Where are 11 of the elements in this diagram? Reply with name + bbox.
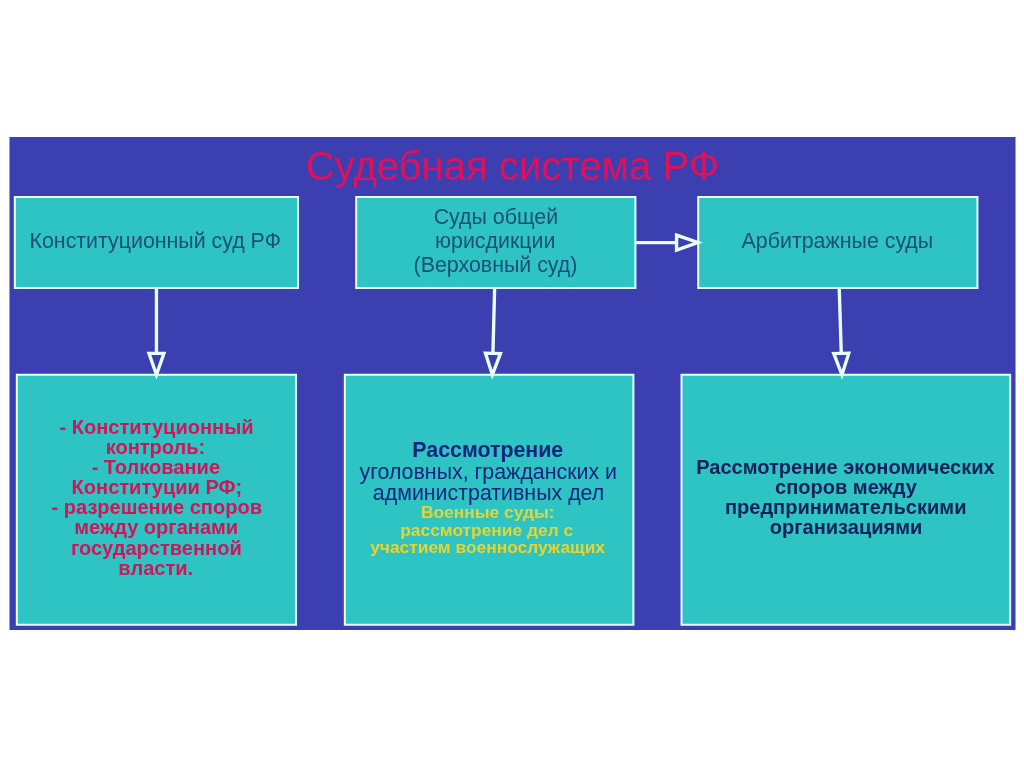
arrow [830,288,851,380]
diagram-title: Судебная система РФ [305,143,719,188]
node-box: Конституционный суд РФ [13,196,299,289]
arrow [482,288,503,380]
node-box: Рассмотрение экономических споров между предпринимательскими организациями [680,373,1011,626]
node-box: - Конституционный контроль: - Толкование Конституции РФ; - разрешение споров между органами государственной власти. [15,373,297,626]
node-box: Рассмотрение уголовных, гражданских и административных дел Военные суды: рассмотрение дел с участием военнослужащих [343,373,634,626]
arrow [146,288,166,380]
node-box: Суды общей юрисдикции (Верховный суд) [354,196,636,289]
node-box: Арбитражные суды [696,196,978,289]
arrow [635,232,703,253]
